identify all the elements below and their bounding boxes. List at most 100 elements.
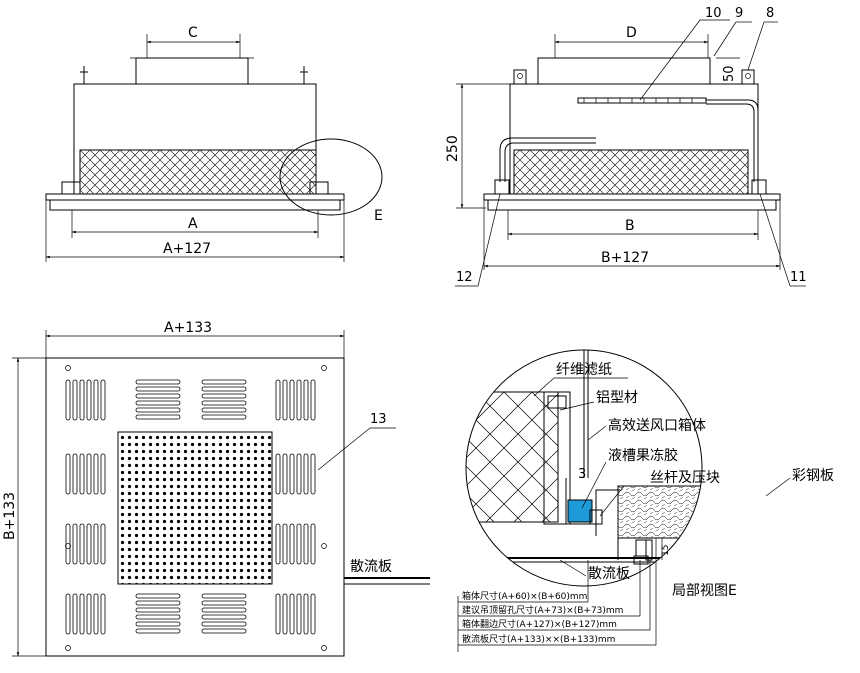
louver-slot [65,523,71,565]
label-aluminum-profile: 铝型材 [596,390,638,406]
detail-view-e: 3 15 纤维滤纸 铝型材 高效送风口箱体 液槽果冻胶 丝杆及压块 彩钢板 散流… [457,349,834,652]
front-collar [135,57,249,85]
louver-slot [135,628,181,634]
louver-slot [72,379,78,421]
label-9: 9 [735,6,743,21]
louver-slot [201,414,247,420]
louver-slot [135,407,181,413]
louver-slot [201,386,247,392]
side-view: D 250 50 10 [445,6,807,287]
louver-slot [100,593,106,635]
louver-slot [135,393,181,399]
louver-slot [282,593,288,635]
louver-slot [65,453,71,495]
louver-slot [135,614,181,620]
louver-slot [201,407,247,413]
louver-slot [93,593,99,635]
louver-slot [79,593,85,635]
louver-slot [72,453,78,495]
louver-slot [79,523,85,565]
louver-slot [201,593,247,599]
dim-250: 250 [445,135,461,162]
label-screw: 丝杆及压块 [650,470,720,486]
louver-slot [289,593,295,635]
label-12: 12 [456,270,473,285]
louver-slot [310,453,316,495]
louver-slot [201,614,247,620]
louver-slot [201,607,247,613]
perforated-panel [117,431,273,585]
louver-slot [100,453,106,495]
label-11: 11 [790,270,807,285]
louver-slot [303,523,309,565]
louver-slot [72,523,78,565]
dim-3: 3 [578,467,586,482]
callout-e-label: E [374,208,383,224]
louver-slot [135,593,181,599]
louver-slot [201,600,247,606]
detail-title: 局部视图E [672,583,737,599]
louver-slot [310,593,316,635]
louver-slot [86,593,92,635]
louver-slot [201,379,247,385]
label-8: 8 [766,6,774,21]
louver-slot [289,523,295,565]
louver-slot [303,453,309,495]
front-view: C E A A+127 [45,25,383,262]
louver-slot [93,523,99,565]
dim-c: C [188,25,198,41]
side-collar [537,57,711,85]
dim-15: 15 [661,545,671,556]
label-10: 10 [705,6,722,21]
dim-50: 50 [722,65,737,82]
louver-slot [135,400,181,406]
dim-b-133: B+133 [2,492,18,540]
louver-group [65,379,316,635]
louver-slot [65,593,71,635]
louver-slot [93,453,99,495]
louver-slot [135,621,181,627]
dim-b-127: B+127 [601,250,649,266]
gel-trough [567,499,593,523]
louver-slot [303,593,309,635]
note-ceiling-hole: 建议吊顶留孔尺寸(A+73)×(B+73)mm [462,604,623,616]
dim-a: A [188,216,198,232]
note-diffuser-size: 散流板尺寸(A+133)××(B+133)mm [462,633,615,645]
louver-slot [275,523,281,565]
label-fiber-filter: 纤维滤纸 [556,362,612,378]
callout-e-circle [279,138,383,216]
louver-slot [201,393,247,399]
louver-slot [135,607,181,613]
louver-slot [135,600,181,606]
label-hepa-box: 高效送风口箱体 [608,417,706,434]
louver-slot [296,523,302,565]
louver-slot [296,379,302,421]
louver-slot [282,379,288,421]
louver-slot [86,379,92,421]
louver-slot [79,453,85,495]
louver-slot [275,379,281,421]
louver-slot [86,453,92,495]
louver-slot [289,379,295,421]
louver-slot [135,386,181,392]
louver-slot [310,379,316,421]
diffuser-label: 散流板 [350,559,392,575]
louver-slot [296,453,302,495]
louver-slot [201,621,247,627]
louver-slot [282,453,288,495]
louver-slot [201,400,247,406]
louver-slot [72,593,78,635]
louver-slot [135,414,181,420]
label-gel: 液槽果冻胶 [608,447,678,464]
louver-slot [296,593,302,635]
louver-slot [275,593,281,635]
louver-slot [275,453,281,495]
louver-slot [282,523,288,565]
louver-slot [303,379,309,421]
label-13: 13 [370,412,387,427]
note-flange-size: 箱体翻边尺寸(A+127)×(B+127)mm [462,618,617,630]
louver-slot [86,523,92,565]
louver-slot [100,523,106,565]
dim-b: B [625,218,635,234]
